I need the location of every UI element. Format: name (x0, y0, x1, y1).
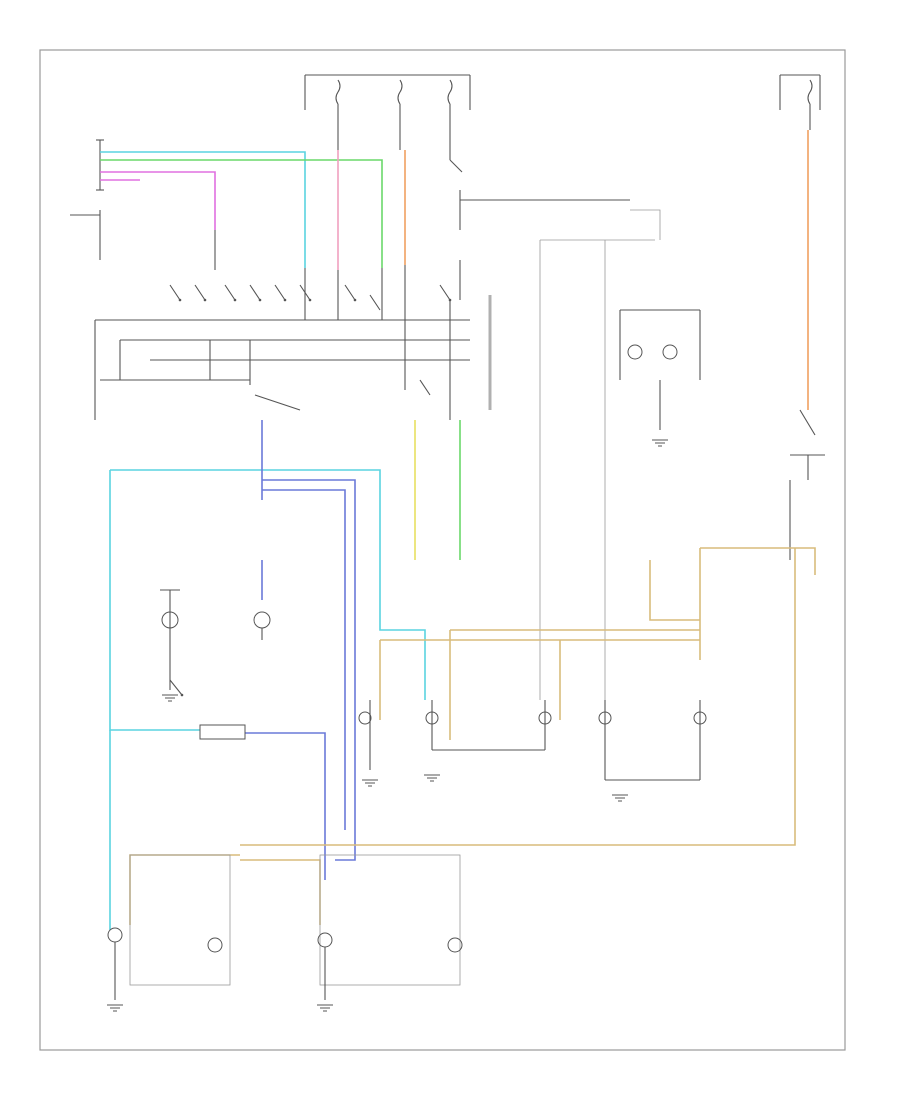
lamp-icon (107, 927, 123, 943)
ground-icon (362, 779, 378, 787)
control-wiring-top (449, 150, 661, 700)
left-lamp-group (160, 589, 271, 740)
color-wires-top-left (100, 130, 809, 410)
ground-icon (424, 774, 440, 782)
lamp-icon (662, 344, 678, 360)
lower-right-lamp-bank (358, 700, 707, 802)
ground-icon (107, 1004, 123, 1012)
headlamp-switch-connector (70, 139, 104, 260)
switch-network (94, 230, 492, 420)
lamp-icon (253, 611, 271, 629)
ground-icon (612, 794, 628, 802)
lamp-icon (358, 711, 372, 725)
diagram-frame (39, 49, 846, 1051)
bottom-lamp-groups (107, 854, 463, 1012)
lamp-icon (447, 937, 463, 953)
ground-icon (162, 694, 178, 702)
lamp-icon (627, 344, 643, 360)
fuse-block-top (304, 74, 821, 150)
switch-icon (169, 679, 184, 697)
left-mid-wiring (109, 420, 461, 930)
lamp-icon (207, 937, 223, 953)
connector-icon (199, 724, 246, 740)
ground-icon (317, 1004, 333, 1012)
ground-icon (652, 439, 668, 447)
lamp-icon (161, 611, 179, 629)
tan-harness (129, 547, 816, 925)
right-upper-module (619, 309, 825, 560)
